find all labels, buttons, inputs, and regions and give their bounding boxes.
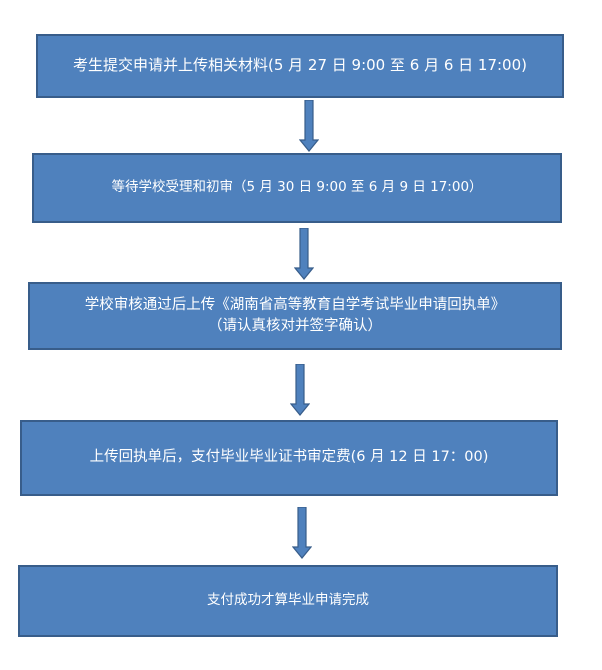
step-text: 上传回执单后，支付毕业毕业证书审定费(6 月 12 日 17：00) xyxy=(89,449,489,466)
down-arrow-icon xyxy=(294,228,314,280)
step-text: 学校审核通过后上传《湖南省高等教育自学考试毕业申请回执单》 xyxy=(84,296,506,313)
down-arrow-icon xyxy=(299,100,319,152)
flow-step-upload-receipt-form: 学校审核通过后上传《湖南省高等教育自学考试毕业申请回执单》 （请认真核对并签字确… xyxy=(28,282,562,350)
flow-step-submit-application: 考生提交申请并上传相关材料(5 月 27 日 9:00 至 6 月 6 日 17… xyxy=(36,34,564,98)
step-note: （请认真核对并签字确认） xyxy=(208,318,382,334)
flow-step-application-complete: 支付成功才算毕业申请完成 xyxy=(18,565,558,637)
flow-step-pay-fee: 上传回执单后，支付毕业毕业证书审定费(6 月 12 日 17：00) xyxy=(20,420,558,496)
down-arrow-icon xyxy=(292,507,312,559)
down-arrow-icon xyxy=(290,364,310,416)
step-text: 等待学校受理和初审（5 月 30 日 9:00 至 6 月 9 日 17:00） xyxy=(111,179,483,196)
flow-step-wait-review: 等待学校受理和初审（5 月 30 日 9:00 至 6 月 9 日 17:00） xyxy=(32,153,562,223)
step-text: 支付成功才算毕业申请完成 xyxy=(207,592,369,609)
step-text: 考生提交申请并上传相关材料(5 月 27 日 9:00 至 6 月 6 日 17… xyxy=(72,56,528,75)
